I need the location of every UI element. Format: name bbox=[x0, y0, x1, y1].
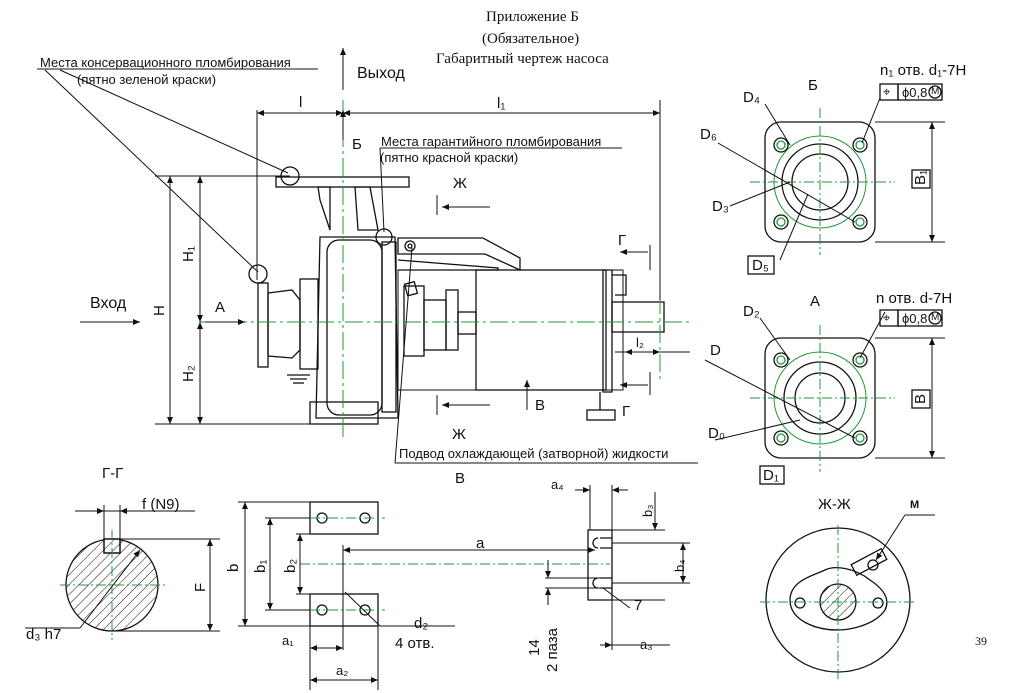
view-b-title: Б bbox=[808, 77, 818, 94]
dim-D0: D₀ bbox=[708, 425, 726, 442]
dim-B1: B₁ bbox=[912, 169, 929, 185]
dim-f: f (N9) bbox=[142, 496, 180, 513]
tol-symbol-a: ⌖ bbox=[883, 310, 891, 325]
dim-B: B bbox=[912, 393, 929, 404]
conservation-leaders bbox=[37, 68, 622, 273]
dim-l1: l₁ bbox=[497, 95, 506, 112]
section-zh-top-label: Ж bbox=[453, 175, 467, 192]
page-number: 39 bbox=[975, 634, 987, 648]
section-g-top-label: Г bbox=[618, 232, 627, 249]
dim-a4: a₄ bbox=[551, 477, 564, 492]
section-zhzh bbox=[760, 514, 935, 680]
holes-inlet-label: n отв. d-7H bbox=[876, 290, 953, 307]
dim-14: 14 bbox=[526, 639, 543, 656]
dim-l2: l₂ bbox=[636, 335, 644, 350]
section-zhzh-m-label: M bbox=[910, 499, 920, 511]
holes-outlet-label: n₁ отв. d₁-7H bbox=[880, 62, 967, 79]
outlet-label: Выход bbox=[357, 65, 405, 82]
view-a-arrow-label: А bbox=[215, 299, 226, 316]
seal-mark-inlet bbox=[248, 264, 268, 284]
dim-D3: D₃ bbox=[712, 198, 729, 215]
dim-b1: b₁ bbox=[252, 559, 269, 573]
warranty-seal-subnote: (пятно красной краски) bbox=[380, 150, 519, 165]
foot-holes-view bbox=[238, 485, 690, 690]
dim-a: a bbox=[476, 535, 485, 552]
dim-b2: b₂ bbox=[282, 558, 299, 573]
dim-d2: d₂ bbox=[414, 615, 429, 632]
view-a-flange bbox=[704, 309, 945, 485]
dim-a3: a₃ bbox=[640, 637, 653, 652]
dim-b4: b₄ bbox=[672, 559, 687, 572]
holes4-label: 4 отв. bbox=[395, 635, 435, 652]
dim-H2: H₂ bbox=[180, 365, 197, 382]
view-b-flange bbox=[717, 83, 945, 275]
warranty-seal-note: Места гарантийного пломбирования bbox=[381, 134, 602, 149]
tol-symbol-b: ⌖ bbox=[883, 84, 891, 99]
view-b-arrow-label: Б bbox=[352, 136, 362, 153]
dim-b3: b₃ bbox=[640, 504, 655, 517]
drawing-title: Габаритный чертеж насоса bbox=[436, 51, 609, 67]
tol-mod-b: M bbox=[931, 86, 940, 97]
section-g-bottom-label: Г bbox=[622, 403, 631, 420]
dim-F: F bbox=[192, 582, 209, 592]
view-v-arrow-label: В bbox=[535, 397, 546, 414]
tol-mod-a: M bbox=[931, 312, 940, 323]
view-v-title: В bbox=[455, 470, 466, 487]
conservation-seal-subnote: (пятно зеленой краски) bbox=[77, 72, 217, 87]
section-zh-bottom-label: Ж bbox=[452, 426, 466, 443]
dimensions-side bbox=[80, 48, 698, 464]
dim-a1: a₁ bbox=[282, 633, 294, 648]
dim-D1: D₁ bbox=[763, 467, 779, 484]
dim-D5: D₅ bbox=[752, 257, 769, 274]
dim-H: H bbox=[151, 305, 168, 316]
tol-value-b: ϕ0,8 bbox=[902, 85, 928, 100]
section-gg bbox=[25, 505, 220, 640]
tol-value-a: ϕ0,8 bbox=[902, 311, 928, 326]
dim-D6: D₆ bbox=[700, 126, 717, 143]
dim-d3: d₃ h7 bbox=[26, 626, 62, 643]
dim-H1: H₁ bbox=[180, 246, 197, 262]
slot-callout-7: 7 bbox=[634, 597, 643, 614]
dim-two-slots: 2 паза bbox=[544, 627, 561, 672]
section-gg-title: Г-Г bbox=[102, 465, 124, 482]
dim-b: b bbox=[225, 563, 242, 572]
inlet-label: Вход bbox=[90, 295, 127, 312]
conservation-seal-note: Места консервационного пломбирования bbox=[40, 55, 291, 70]
view-a-title: А bbox=[810, 293, 821, 310]
pump-side-view bbox=[257, 176, 665, 425]
dim-a2: a₂ bbox=[336, 663, 349, 678]
appendix-mandatory: (Обязательное) bbox=[482, 31, 580, 47]
coolant-supply-note: Подвод охлаждающей (затворной) жидкости bbox=[399, 446, 669, 461]
appendix-title: Приложение Б bbox=[486, 9, 579, 25]
section-zhzh-title: Ж-Ж bbox=[818, 496, 851, 513]
dim-D4: D₄ bbox=[743, 89, 760, 106]
dim-D: D bbox=[710, 342, 721, 359]
dim-l: l bbox=[299, 94, 303, 111]
dim-D2: D₂ bbox=[743, 303, 760, 320]
